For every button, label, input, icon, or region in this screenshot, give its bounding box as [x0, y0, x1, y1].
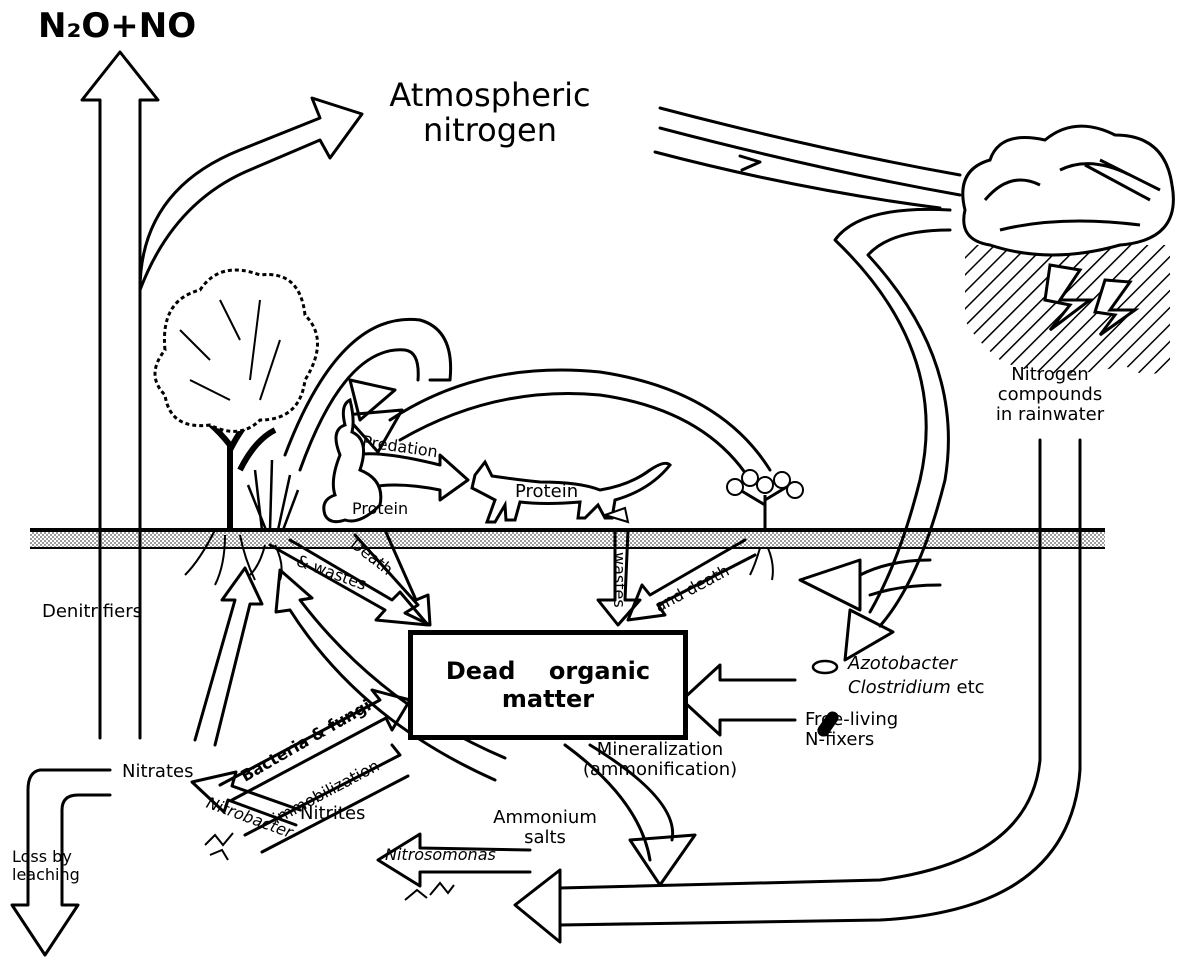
leaching-line-2: leaching — [12, 866, 80, 884]
mineralization-line-2: (ammonification) — [560, 760, 760, 780]
free-living-line-1: Free-living — [805, 710, 898, 730]
ammonium-line-1: Ammonium — [490, 808, 600, 828]
rain-line-2: compounds — [980, 385, 1120, 405]
clostridium-label: Clostridium — [848, 677, 951, 698]
free-living-line-2: N-fixers — [805, 730, 898, 750]
nitrites-label: Nitrites — [300, 804, 365, 824]
rainwater-nitrogen-label: Nitrogen compounds in rainwater — [980, 365, 1120, 424]
leaching-label: Loss by leaching — [12, 848, 80, 883]
leaching-line-1: Loss by — [12, 848, 80, 866]
atmospheric-line-2: nitrogen — [360, 113, 620, 148]
denitrification-products-label: N₂O+NO — [38, 8, 196, 45]
grass-icon — [248, 460, 298, 580]
etc-label: etc — [957, 677, 985, 698]
free-living-fixers-label: Free-living N-fixers — [805, 710, 898, 750]
consumer-return-arrow — [345, 370, 770, 480]
rain-line-3: in rainwater — [980, 405, 1120, 425]
soil-microbes-icon — [205, 833, 454, 900]
wastes-vertical-label: wastes — [610, 552, 628, 608]
denitrifiers-label: Denitrifiers — [42, 602, 142, 622]
nitrates-label: Nitrates — [122, 762, 193, 782]
dead-organic-matter-box: Dead organic matter — [408, 630, 688, 740]
mineralization-line-1: Mineralization — [560, 740, 760, 760]
ammonium-line-2: salts — [490, 828, 600, 848]
soil-surface — [30, 530, 1105, 548]
azotobacter-label: Azotobacter — [848, 654, 957, 674]
dead-organic-line-2: matter — [502, 685, 594, 713]
clostridium-line: Clostridium etc — [848, 678, 985, 698]
biological-fixation-arrow — [835, 209, 950, 660]
fixation-to-plant-arrow — [800, 560, 940, 610]
atmospheric-nitrogen-label: Atmospheric nitrogen — [360, 78, 620, 148]
dead-organic-line-1: Dead organic — [446, 657, 650, 685]
herbivore-protein-label: Protein — [352, 500, 408, 518]
fixers-to-organic-matter-arrow — [682, 665, 795, 735]
predator-protein-label: Protein — [515, 482, 578, 502]
ammonium-salts-label: Ammonium salts — [490, 808, 600, 848]
atmosphere-to-rain-arrows — [655, 108, 960, 208]
atmospheric-line-1: Atmospheric — [360, 78, 620, 113]
rain-line-1: Nitrogen — [980, 365, 1120, 385]
rain-cloud-icon — [963, 126, 1174, 374]
nitrosomonas-label: Nitrosomonas — [385, 846, 496, 864]
mineralization-label: Mineralization (ammonification) — [560, 740, 760, 780]
